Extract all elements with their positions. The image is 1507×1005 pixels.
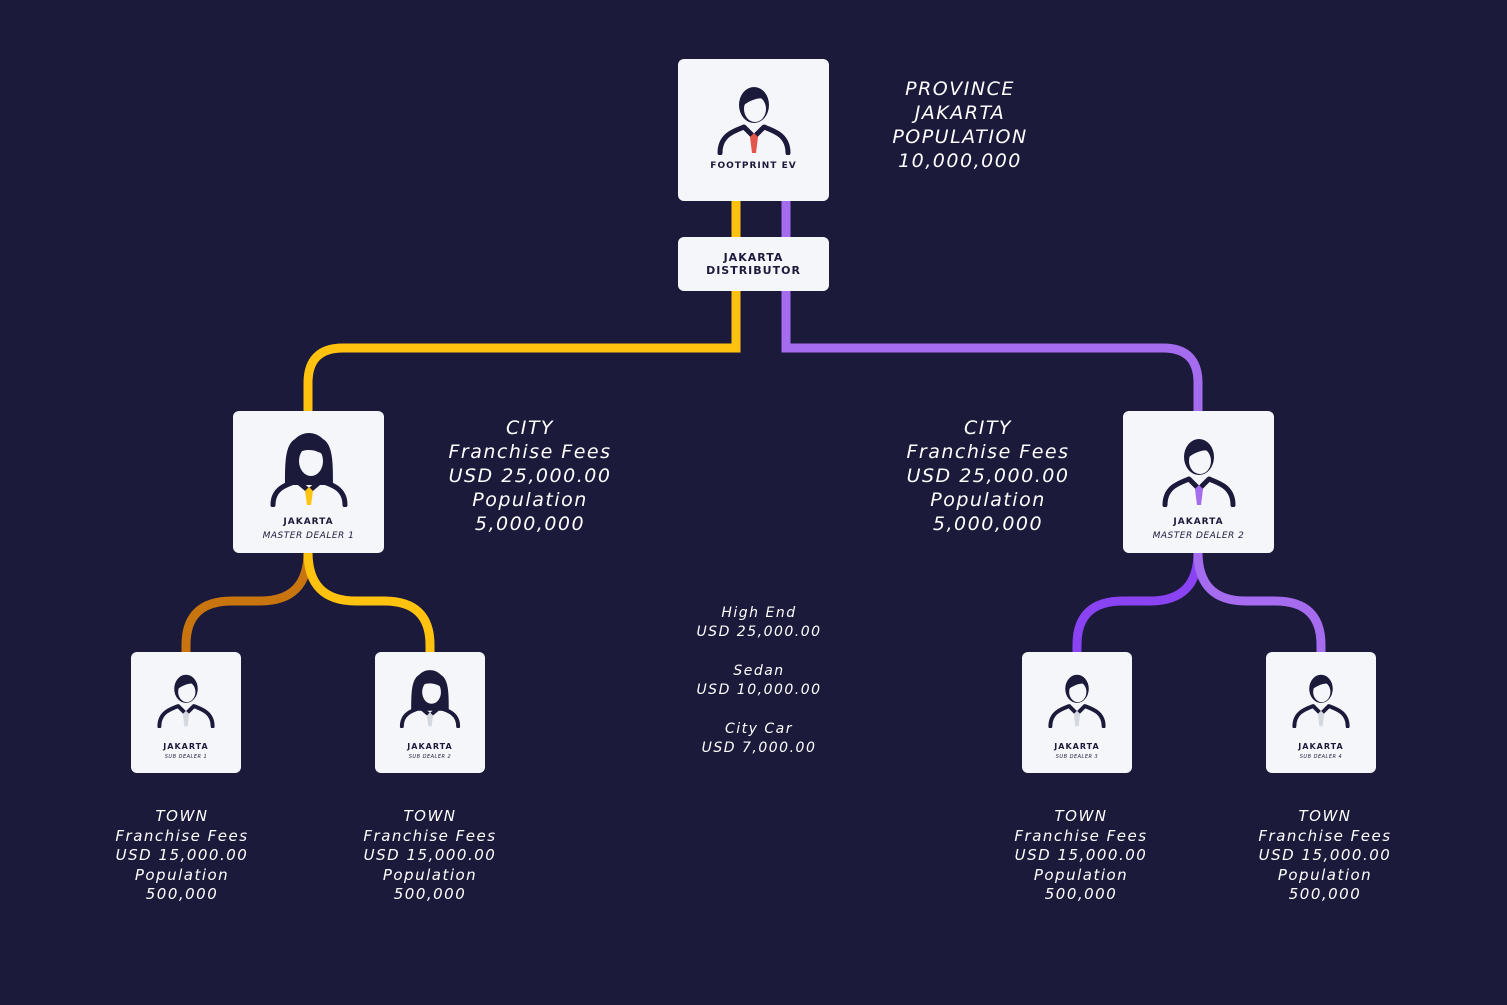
province-line: 10,000,000 (898, 150, 1022, 172)
city-line: Franchise Fees (448, 441, 612, 463)
pricing-value: USD 10,000.00 (696, 682, 822, 698)
sub3-title: JAKARTA (1054, 742, 1100, 751)
town-line: USD 15,000.00 (1014, 846, 1148, 864)
town-line: USD 15,000.00 (363, 846, 497, 864)
connector-master2-to-sub4 (1193, 551, 1326, 653)
node-sub-dealer-2[interactable]: JAKARTA SUB DEALER 2 (375, 652, 485, 773)
town-line: TOWN (1298, 807, 1352, 825)
node-root-title: FOOTPRINT EV (710, 161, 797, 171)
person-male-icon (157, 674, 215, 728)
node-sub-dealer-1[interactable]: JAKARTA SUB DEALER 1 (131, 652, 241, 773)
pricing-label: Sedan (733, 663, 785, 679)
sub2-subtitle: SUB DEALER 2 (408, 754, 452, 760)
city-line: USD 25,000.00 (448, 465, 612, 487)
node-sub-dealer-4[interactable]: JAKARTA SUB DEALER 4 (1266, 652, 1376, 773)
town-line: TOWN (403, 807, 457, 825)
city-line: Population (472, 489, 588, 511)
town-line: 500,000 (145, 885, 219, 903)
city-line: 5,000,000 (474, 513, 586, 535)
person-female-icon (270, 433, 347, 507)
town-line: Franchise Fees (1014, 826, 1148, 845)
connector-root-to-master1 (303, 200, 741, 412)
node-footprint-ev[interactable]: FOOTPRINT EV (678, 59, 829, 201)
town-line: Franchise Fees (1258, 826, 1392, 845)
town-line: Population (134, 865, 230, 884)
town-line: USD 15,000.00 (1258, 846, 1392, 864)
connector-root-to-master2 (781, 200, 1203, 412)
node-master-dealer-2[interactable]: JAKARTA MASTER DEALER 2 (1123, 411, 1274, 553)
node-master-dealer-1[interactable]: JAKARTA MASTER DEALER 1 (233, 411, 384, 553)
province-line: PROVINCE (905, 78, 1015, 100)
connector-master2-to-sub3 (1072, 551, 1203, 653)
connector-master1-to-sub2 (303, 551, 435, 653)
pricing-label: High End (721, 605, 797, 621)
city-line: Population (930, 489, 1046, 511)
town-line: Franchise Fees (363, 826, 497, 845)
person-female-icon (399, 670, 461, 728)
city-line: CITY (963, 417, 1013, 439)
town-line: Population (382, 865, 478, 884)
vehicle-pricing: High End USD 25,000.00 Sedan USD 10,000.… (659, 604, 859, 758)
connector-master1-to-sub1 (181, 551, 313, 653)
city-line: USD 25,000.00 (906, 465, 1070, 487)
master2-subtitle: MASTER DEALER 2 (1152, 531, 1245, 541)
sub1-title: JAKARTA (163, 742, 209, 751)
master2-title: JAKARTA (1173, 517, 1224, 527)
sub4-title: JAKARTA (1298, 742, 1344, 751)
province-info: PROVINCE JAKARTA POPULATION 10,000,000 (860, 77, 1060, 173)
sub2-title: JAKARTA (407, 742, 453, 751)
city-line: 5,000,000 (932, 513, 1044, 535)
person-male-icon (1048, 674, 1106, 728)
town-line: Franchise Fees (115, 826, 249, 845)
town-line: Population (1033, 865, 1129, 884)
town-line: USD 15,000.00 (115, 846, 249, 864)
town-line: Population (1277, 865, 1373, 884)
province-line: POPULATION (892, 126, 1028, 148)
city-line: Franchise Fees (906, 441, 1070, 463)
person-male-icon (1292, 674, 1350, 728)
person-male-icon (717, 87, 790, 155)
town-info-4: TOWN Franchise Fees USD 15,000.00 Popula… (1245, 807, 1405, 905)
city-info-right: CITY Franchise Fees USD 25,000.00 Popula… (888, 416, 1088, 536)
pricing-value: USD 25,000.00 (696, 624, 822, 640)
town-line: 500,000 (1044, 885, 1118, 903)
town-info-3: TOWN Franchise Fees USD 15,000.00 Popula… (1001, 807, 1161, 905)
town-info-1: TOWN Franchise Fees USD 15,000.00 Popula… (102, 807, 262, 905)
town-line: 500,000 (393, 885, 467, 903)
town-line: 500,000 (1288, 885, 1362, 903)
sub3-subtitle: SUB DEALER 3 (1055, 754, 1099, 760)
sub1-subtitle: SUB DEALER 1 (164, 754, 208, 760)
city-line: CITY (505, 417, 555, 439)
town-line: TOWN (155, 807, 209, 825)
pricing-value: USD 7,000.00 (701, 740, 817, 756)
pricing-label: City Car (725, 721, 793, 737)
person-male-icon (1162, 439, 1235, 507)
town-line: TOWN (1054, 807, 1108, 825)
town-info-2: TOWN Franchise Fees USD 15,000.00 Popula… (350, 807, 510, 905)
master1-subtitle: MASTER DEALER 1 (262, 531, 355, 541)
distributor-line2: DISTRIBUTOR (706, 264, 801, 277)
master1-title: JAKARTA (283, 517, 334, 527)
city-info-left: CITY Franchise Fees USD 25,000.00 Popula… (430, 416, 630, 536)
node-sub-dealer-3[interactable]: JAKARTA SUB DEALER 3 (1022, 652, 1132, 773)
node-distributor[interactable]: JAKARTA DISTRIBUTOR (678, 237, 829, 291)
province-line: JAKARTA (914, 102, 1006, 124)
sub4-subtitle: SUB DEALER 4 (1299, 754, 1343, 760)
distributor-line1: JAKARTA (723, 251, 784, 264)
